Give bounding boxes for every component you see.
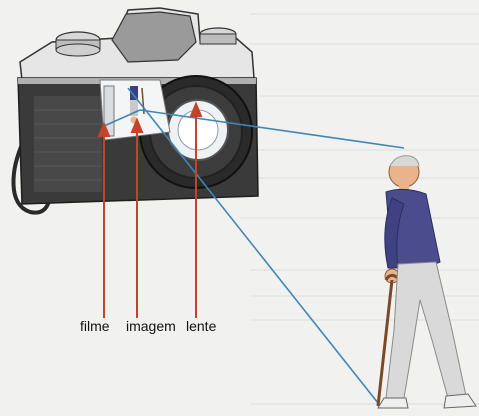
label-arrows (97, 101, 203, 318)
ray-to-film-top (103, 109, 141, 127)
cane (376, 279, 394, 407)
label-image: imagem (126, 318, 176, 334)
walking-man (376, 155, 477, 409)
man-trousers (385, 261, 467, 399)
background-lines (240, 13, 479, 405)
ray-top (139, 109, 405, 149)
label-film: filme (80, 318, 110, 334)
label-lens: lente (186, 318, 217, 334)
camera (11, 7, 259, 215)
light-rays (103, 87, 405, 409)
ray-bottom (127, 87, 383, 409)
